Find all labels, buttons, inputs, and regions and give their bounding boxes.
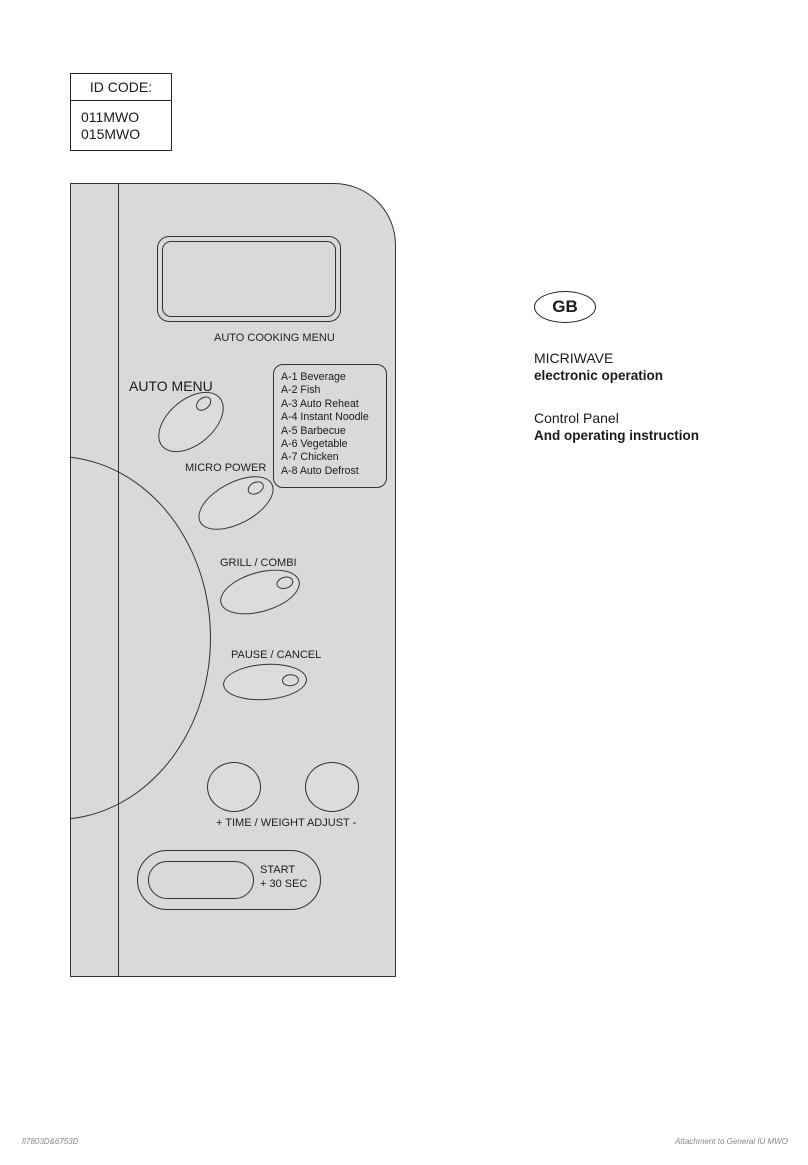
footer-left: fi7803D&6753D xyxy=(22,1137,79,1146)
menu-item: A-6 Vegetable xyxy=(281,438,348,451)
button-indicator xyxy=(275,574,295,591)
section-subtitle: And operating instruction xyxy=(534,428,699,443)
pause-cancel-label: PAUSE / CANCEL xyxy=(231,649,322,661)
product-title: MICRIWAVE xyxy=(534,350,614,366)
id-code-item: 015MWO xyxy=(81,126,141,142)
time-decrease-button[interactable] xyxy=(305,762,359,812)
id-code-item: 011MWO xyxy=(81,109,140,125)
pause-cancel-button[interactable] xyxy=(221,661,309,703)
micro-power-label: MICRO POWER xyxy=(185,462,267,474)
id-code-list: 011MWO 015MWO xyxy=(71,101,171,143)
menu-item: A-5 Barbecue xyxy=(281,424,346,437)
id-code-box: ID CODE: 011MWO 015MWO xyxy=(70,73,172,151)
grill-combi-label: GRILL / COMBI xyxy=(220,557,297,569)
menu-item: A-3 Auto Reheat xyxy=(281,397,359,410)
time-increase-button[interactable] xyxy=(207,762,261,812)
menu-item: A-1 Beverage xyxy=(281,371,346,383)
footer-right: Attachment to General IU MWO xyxy=(675,1137,788,1146)
panel-curve-line xyxy=(71,456,211,820)
language-badge: GB xyxy=(534,291,596,323)
start-label: START + 30 SEC xyxy=(260,863,307,891)
start-label-line: + 30 SEC xyxy=(260,878,308,890)
time-weight-adjust-label: + TIME / WEIGHT ADJUST - xyxy=(216,817,357,829)
menu-item: A-8 Auto Defrost xyxy=(281,464,359,477)
auto-menu-list: A-1 Beverage A-2 Fish A-3 Auto Reheat A-… xyxy=(273,364,387,488)
display-screen xyxy=(157,236,341,322)
micro-power-button[interactable] xyxy=(189,465,283,541)
grill-combi-button[interactable] xyxy=(215,561,305,623)
product-subtitle: electronic operation xyxy=(534,368,664,383)
control-panel: AUTO COOKING MENU AUTO MENU A-1 Beverage… xyxy=(70,183,396,977)
auto-menu-label: AUTO MENU xyxy=(129,378,213,394)
display-label: AUTO COOKING MENU xyxy=(214,332,335,344)
menu-item: A-4 Instant Noodle xyxy=(281,411,369,424)
section-title: Control Panel xyxy=(534,410,619,426)
button-indicator xyxy=(281,673,300,687)
menu-item: A-7 Chicken xyxy=(281,451,339,464)
start-label-line: START xyxy=(260,864,296,876)
menu-item: A-2 Fish xyxy=(281,384,321,397)
start-button-frame: START + 30 SEC xyxy=(137,850,321,910)
start-button[interactable] xyxy=(148,861,254,899)
button-indicator xyxy=(245,478,267,498)
id-code-label: ID CODE: xyxy=(71,74,171,101)
button-indicator xyxy=(193,393,214,414)
